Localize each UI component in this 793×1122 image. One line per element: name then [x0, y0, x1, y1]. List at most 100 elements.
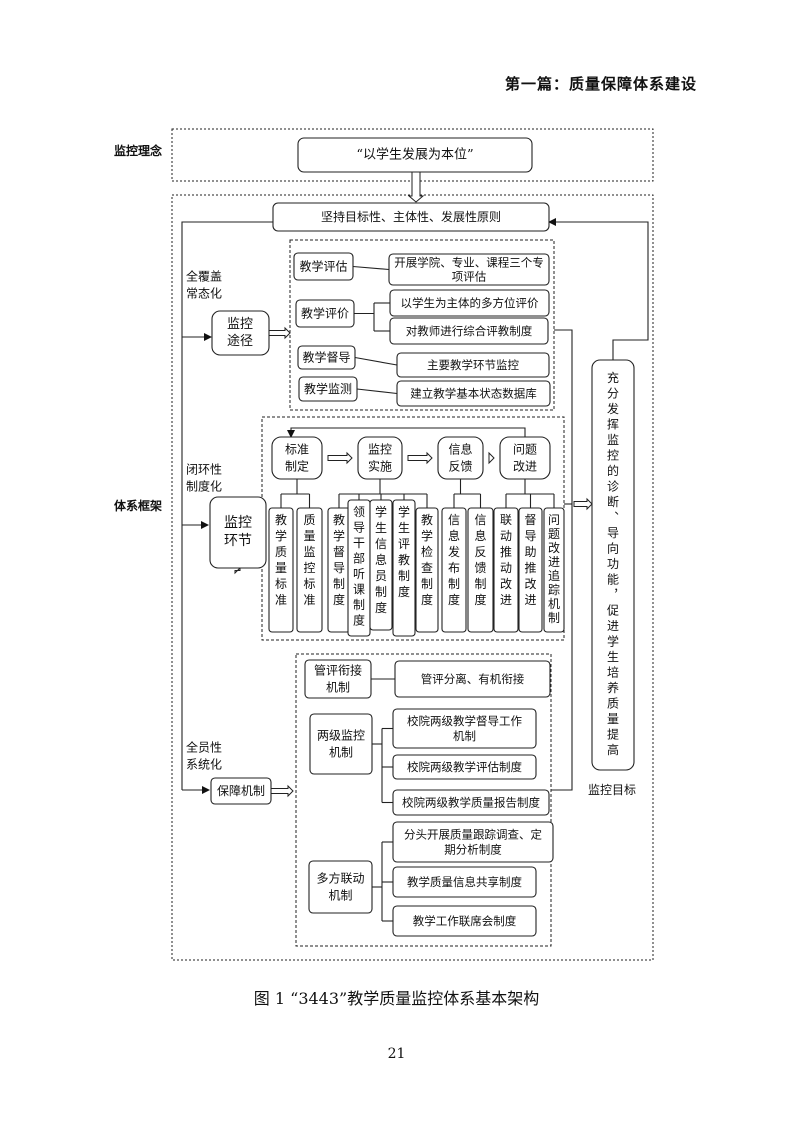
system-box-text: 动: [500, 561, 512, 575]
mechanism-label-text: 多方联动: [316, 871, 364, 886]
guarantee-hollow-arrow: [270, 784, 294, 798]
system-box-text: 信: [448, 513, 460, 527]
system-box-text: 领: [353, 505, 365, 519]
system-box-text: 听: [353, 567, 365, 581]
goal-box-char: 导: [607, 526, 619, 540]
system-box: [268, 507, 294, 633]
system-box: [543, 507, 565, 633]
loop-box: [209, 496, 267, 569]
path-label-text: 教学监测: [304, 381, 352, 396]
mechanism-item-text: 校院两级教学评估制度: [407, 760, 522, 774]
figure-caption: 图 1 “3443”教学质量监控体系基本架构: [253, 989, 540, 1008]
mechanism-label-text: 机制: [329, 746, 353, 760]
goal-box-char: 提: [607, 727, 619, 742]
mechanism-item-text: 分头开展质量跟踪调查、定: [404, 828, 542, 842]
system-box-text: 检: [421, 544, 433, 559]
system-box-text: 推: [524, 561, 536, 575]
to-goal-hollow-arrow: [573, 497, 593, 511]
system-box-text: 制: [474, 577, 486, 591]
stage-arrow: [407, 451, 433, 465]
stage-box-text: 问题: [513, 443, 537, 457]
mechanism-label-text: 管评衔接: [314, 663, 362, 678]
system-box-text: 信: [375, 537, 387, 551]
path-label-text: 教学评估: [299, 259, 347, 274]
goal-box-char: 质: [607, 697, 619, 711]
mechanism-item-box: [392, 708, 537, 749]
system-box-text: 踪: [548, 583, 560, 597]
stage-box: [499, 436, 551, 480]
system-box-text: 控: [303, 561, 315, 575]
system-box: [369, 499, 393, 631]
path-box: [211, 310, 270, 356]
stage-box-text: 信息: [448, 442, 472, 457]
system-box-text: 导: [333, 561, 345, 575]
coverage-label: 常态化: [186, 287, 222, 301]
goal-box-char: 诊: [607, 480, 619, 494]
path-label-box: [293, 252, 354, 281]
stage-arrow: [327, 451, 353, 465]
path-hollow-arrow: [268, 326, 291, 340]
system-box-text: 追: [548, 568, 560, 583]
system-box-text: 标: [275, 577, 287, 591]
path-item-text: 主要教学环节监控: [427, 358, 519, 372]
mechanism-item-box: [392, 905, 537, 937]
path-label-box: [298, 376, 358, 402]
mechanism-item-text: 校院两级教学质量报告制度: [402, 796, 540, 810]
system-box-text: 课: [353, 583, 365, 597]
goal-feedback-line: [548, 218, 649, 360]
system-box-text: 机: [548, 597, 560, 611]
page-header: 第一篇：质量保障体系建设: [504, 75, 697, 93]
system-box-text: 制: [548, 611, 560, 625]
system-box-text: 进: [548, 555, 560, 569]
stage-box: [271, 436, 323, 480]
system-box-text: 题: [548, 527, 560, 541]
closed-loop-label: 闭环性: [186, 463, 222, 477]
system-box-text: 员: [375, 569, 387, 583]
goal-box-char: 分: [607, 387, 619, 401]
goal-box-char: 学: [607, 634, 619, 649]
mechanism-label-box: [308, 860, 373, 914]
system-box-text: 度: [353, 613, 365, 628]
goal-box-char: 培: [607, 665, 619, 680]
goal-box-char: ︑: [607, 511, 619, 525]
system-box-text: 度: [398, 584, 410, 599]
goal-box-char: 功: [607, 557, 619, 571]
system-box-text: 改: [548, 541, 560, 555]
loop-back-line: [287, 427, 526, 438]
system-box-text: 教: [333, 512, 345, 527]
system-box-text: 度: [474, 592, 486, 607]
system-box: [493, 507, 519, 633]
system-box-text: 制: [398, 569, 410, 583]
stage-box-text: 标准: [285, 443, 309, 457]
mechanism-label-box: [309, 713, 373, 775]
mechanism-item-box: [392, 866, 537, 898]
path-box-text: 监控: [227, 317, 253, 332]
mechanism-label-text: 机制: [328, 889, 352, 903]
goal-box-char: 促: [607, 604, 619, 618]
system-box-text: 改: [500, 577, 512, 591]
goal-box-char: 监: [607, 433, 619, 447]
concept-section-label: 监控理念: [114, 143, 162, 158]
mechanism-label-text: 机制: [326, 681, 350, 695]
path-connector: [354, 356, 398, 366]
all-staff-label: 全员性: [186, 740, 222, 755]
system-box-text: 标: [303, 577, 315, 591]
system-box: [518, 507, 543, 633]
stage-box-text: 反馈: [448, 460, 472, 474]
system-box-text: 制: [353, 598, 365, 612]
system-box: [467, 507, 494, 633]
system-box-text: 准: [275, 593, 287, 607]
system-box-text: 问: [548, 513, 560, 527]
goal-box-char: 能: [607, 573, 619, 587]
system-box-text: 导: [524, 529, 536, 543]
system-box-text: 生: [398, 521, 410, 535]
path-item-box: [389, 289, 550, 317]
system-box-text: 干: [353, 536, 365, 550]
page-number: 21: [387, 1046, 406, 1062]
system-box-text: 部: [353, 551, 365, 566]
mechanism-item-box: [392, 754, 537, 780]
mechanism-item-text: 期分析制度: [444, 843, 502, 857]
path-connector: [352, 265, 390, 271]
mechanism-item-text: 教学质量信息共享制度: [407, 875, 522, 889]
